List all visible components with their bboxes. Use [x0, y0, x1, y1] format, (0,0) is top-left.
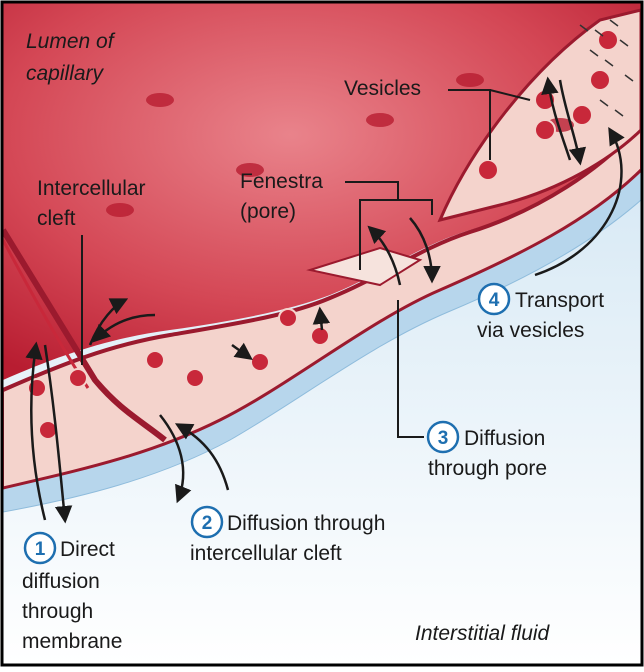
- route-1-line2: diffusion: [22, 570, 100, 593]
- route-3-line2: through pore: [428, 457, 547, 480]
- cleft-label-line1: Intercellular: [37, 177, 146, 200]
- interstitial-label: Interstitial fluid: [415, 622, 551, 645]
- route-1-number: 1: [35, 539, 46, 560]
- lumen-label-line2: capillary: [26, 62, 105, 85]
- cleft-label-line2: cleft: [37, 207, 76, 230]
- fenestra-label-line1: Fenestra: [240, 170, 323, 193]
- route-2-line2: intercellular cleft: [190, 542, 342, 565]
- route-4-number: 4: [489, 290, 500, 311]
- route-2-number: 2: [202, 513, 213, 534]
- vesicles-label: Vesicles: [344, 77, 421, 100]
- route-1-line4: membrane: [22, 630, 122, 653]
- route-4-line2: via vesicles: [477, 319, 584, 342]
- route-4-line1: Transport: [515, 289, 604, 312]
- route-3-line1: Diffusion: [464, 427, 545, 450]
- route-1-line3: through: [22, 600, 93, 623]
- lumen-label-line1: Lumen of: [26, 30, 116, 53]
- route-3-number: 3: [438, 428, 449, 449]
- route-2-line1: Diffusion through: [227, 512, 385, 535]
- route-1-line1: Direct: [60, 538, 115, 561]
- fenestra-label-line2: (pore): [240, 200, 296, 223]
